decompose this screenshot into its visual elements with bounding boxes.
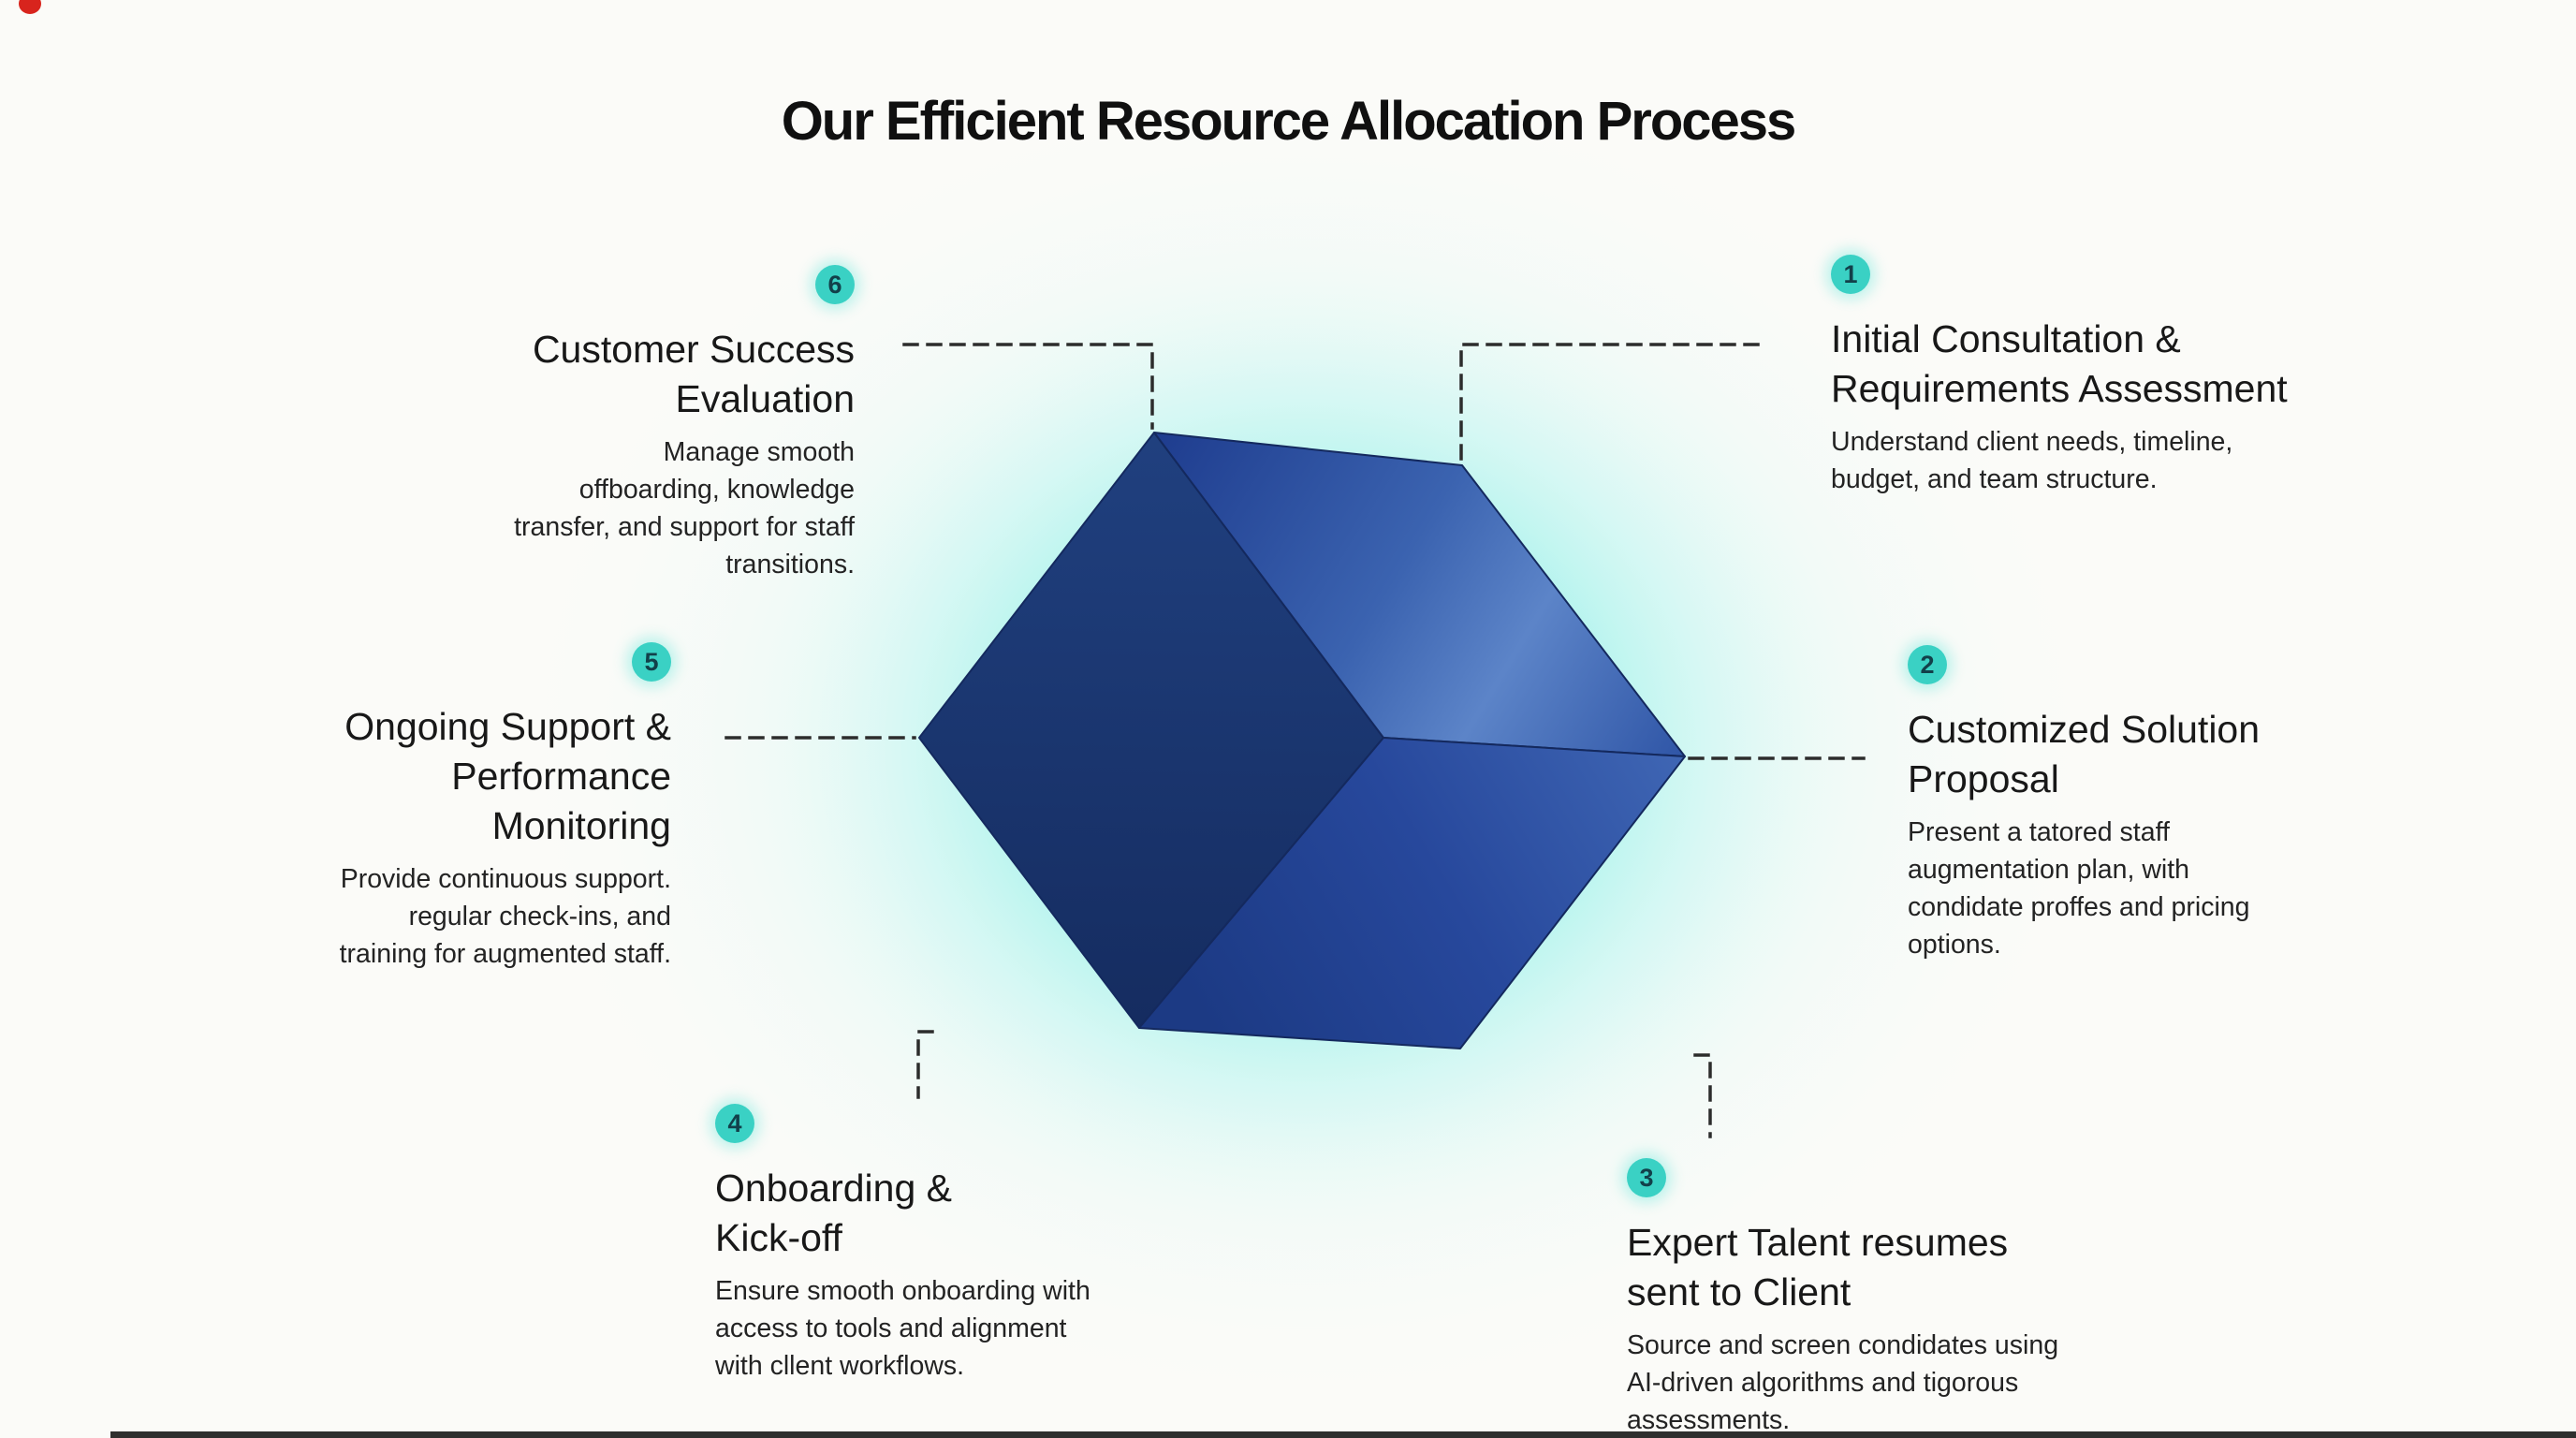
step-4-number-badge: 4: [715, 1104, 754, 1143]
step-5-title: Ongoing Support & Performance Monitoring: [344, 705, 671, 847]
step-2-description: Present a tatored staff augmentation pla…: [1908, 817, 2250, 960]
step-4-title: Onboarding & Kick-off: [715, 1167, 953, 1259]
cube-bottom-face: [1138, 737, 1686, 1049]
step-3-block: 3 Expert Talent resumes sent to Client S…: [1627, 1158, 2338, 1438]
step-6-block: 6 Customer Success Evaluation Manage smo…: [274, 265, 855, 583]
connector-step6: [902, 343, 1154, 430]
step-6-title: Customer Success Evaluation: [532, 328, 855, 420]
step-1-number-badge: 1: [1831, 255, 1870, 294]
step-6-description: Manage smooth offboarding, knowledge tra…: [514, 437, 855, 580]
step-3-description: Source and screen condidates using AI-dr…: [1627, 1330, 2059, 1435]
step-4-block: 4 Onboarding & Kick-off Ensure smooth on…: [715, 1104, 1370, 1385]
step-2-title: Customized Solution Proposal: [1908, 708, 2261, 800]
step-6-number-badge: 6: [815, 265, 855, 304]
step-1-block: 1 Initial Consultation & Requirements As…: [1831, 255, 2486, 498]
connector-step4: [916, 1030, 934, 1099]
connector-lines: [724, 343, 1866, 1138]
record-indicator-dot: [19, 0, 41, 14]
bottom-edge-bar: [110, 1431, 2576, 1438]
step-5-number-badge: 5: [632, 642, 671, 682]
step-2-block: 2 Customized Solution Proposal Present a…: [1908, 645, 2544, 963]
connector-step1: [1459, 343, 1760, 462]
step-3-number-badge: 3: [1627, 1158, 1666, 1197]
step-1-title: Initial Consultation & Requirements Asse…: [1831, 317, 2288, 410]
step-1-description: Understand client needs, timeline, budge…: [1831, 427, 2233, 494]
step-5-block: 5 Ongoing Support & Performance Monitori…: [110, 642, 671, 973]
step-2-number-badge: 2: [1908, 645, 1947, 684]
step-5-description: Provide continuous support. regular chec…: [339, 864, 671, 969]
page-title: Our Efficient Resource Allocation Proces…: [781, 91, 1797, 152]
cube-illustration: [918, 432, 1686, 1049]
step-3-title: Expert Talent resumes sent to Client: [1627, 1221, 2009, 1313]
step-4-description: Ensure smooth onboarding with access to …: [715, 1276, 1090, 1381]
connector-step3: [1693, 1053, 1712, 1138]
